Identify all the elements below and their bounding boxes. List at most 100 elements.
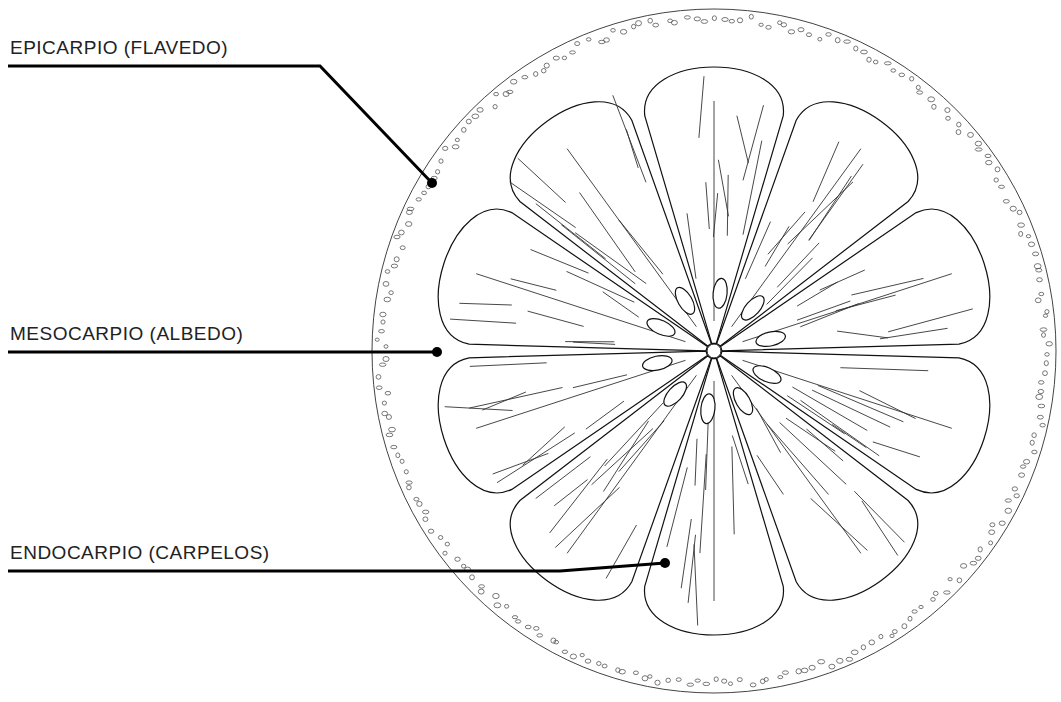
oil-gland xyxy=(445,542,449,546)
oil-gland xyxy=(957,578,962,583)
oil-gland xyxy=(835,38,840,43)
oil-gland xyxy=(389,427,396,432)
vesicle-line xyxy=(854,491,904,542)
vesicle-line xyxy=(706,182,710,229)
oil-gland xyxy=(384,297,391,302)
oil-gland xyxy=(416,198,421,201)
fruit-axis xyxy=(707,344,721,358)
oil-gland xyxy=(562,650,567,653)
oil-gland xyxy=(902,624,907,629)
vesicle-line xyxy=(809,164,863,240)
oil-gland xyxy=(1017,210,1022,214)
vesicle-line xyxy=(745,222,770,279)
oil-gland xyxy=(602,664,607,668)
oil-gland xyxy=(537,634,543,637)
oil-gland xyxy=(1036,268,1042,272)
oil-gland xyxy=(443,146,448,150)
oil-gland xyxy=(522,76,528,79)
oil-gland xyxy=(611,29,616,33)
oil-gland xyxy=(985,154,991,157)
vesicle-line xyxy=(573,375,627,388)
oil-gland xyxy=(511,79,517,84)
oil-gland xyxy=(407,207,414,210)
oil-gland xyxy=(507,90,513,93)
oil-gland xyxy=(1045,310,1049,314)
oil-gland xyxy=(1038,404,1045,408)
oil-gland xyxy=(381,320,385,324)
oil-gland xyxy=(391,264,397,268)
oil-gland xyxy=(945,108,950,113)
oil-gland xyxy=(931,598,936,602)
oil-gland xyxy=(379,330,385,333)
vesicle-line xyxy=(687,213,696,278)
oil-gland xyxy=(1039,381,1044,385)
oil-gland xyxy=(912,610,917,613)
oil-gland xyxy=(986,160,992,164)
vesicle-line xyxy=(820,270,865,290)
oil-gland xyxy=(515,620,520,623)
oil-gland xyxy=(917,91,923,94)
vesicle-line xyxy=(813,142,839,202)
vesicle-line xyxy=(528,311,584,326)
oil-gland xyxy=(818,660,825,664)
oil-gland xyxy=(375,338,379,341)
oil-gland xyxy=(385,391,391,395)
oil-gland xyxy=(1038,389,1044,393)
oil-gland xyxy=(382,401,386,405)
oil-gland xyxy=(399,230,405,235)
oil-gland xyxy=(551,638,556,643)
oil-gland xyxy=(642,676,648,681)
oil-gland xyxy=(995,167,1000,172)
oil-gland xyxy=(1005,508,1012,513)
vesicle-line xyxy=(700,454,706,553)
oil-gland xyxy=(778,676,783,679)
vesicle-line xyxy=(811,498,868,550)
oil-gland xyxy=(414,497,419,501)
vesicle-line xyxy=(482,392,526,410)
oil-gland xyxy=(759,23,763,26)
oil-gland xyxy=(648,18,653,23)
oil-gland xyxy=(851,650,858,655)
oil-gland xyxy=(899,73,905,77)
oil-gland xyxy=(989,541,993,545)
oil-gland xyxy=(400,246,405,250)
vesicle-line xyxy=(554,480,587,506)
oil-gland xyxy=(829,664,835,669)
oil-gland xyxy=(671,20,677,25)
oil-gland xyxy=(1043,371,1048,376)
oil-gland xyxy=(1026,235,1030,238)
oil-gland xyxy=(948,578,952,581)
leader-line xyxy=(8,351,437,354)
oil-gland xyxy=(750,683,756,687)
oil-gland xyxy=(1046,342,1052,346)
seed xyxy=(641,353,673,373)
oil-gland xyxy=(694,17,700,21)
oil-gland xyxy=(438,536,442,540)
oil-gland xyxy=(534,627,539,631)
oil-gland xyxy=(884,62,891,65)
vesicle-line xyxy=(510,182,576,228)
oil-gland xyxy=(478,589,484,594)
oil-gland xyxy=(382,411,388,415)
seed xyxy=(712,278,729,309)
leader-dot xyxy=(660,558,670,568)
oil-gland xyxy=(1019,473,1025,477)
vesicle-line xyxy=(718,160,728,217)
oil-gland xyxy=(461,564,465,568)
vesicle-line xyxy=(862,501,898,556)
oil-gland xyxy=(417,501,422,506)
vesicle-line xyxy=(786,418,835,451)
oil-gland xyxy=(1033,252,1039,256)
vesicle-line xyxy=(592,429,653,485)
oil-gland xyxy=(737,678,742,682)
oil-gland xyxy=(684,16,690,19)
oil-gland xyxy=(391,445,397,448)
oil-gland xyxy=(422,191,427,195)
vesicle-line xyxy=(840,368,928,371)
leader-line xyxy=(8,563,665,571)
oil-gland xyxy=(1018,223,1025,227)
oil-gland xyxy=(436,170,440,174)
oil-gland xyxy=(760,679,765,684)
seed xyxy=(699,393,716,424)
oil-gland xyxy=(1045,353,1049,357)
